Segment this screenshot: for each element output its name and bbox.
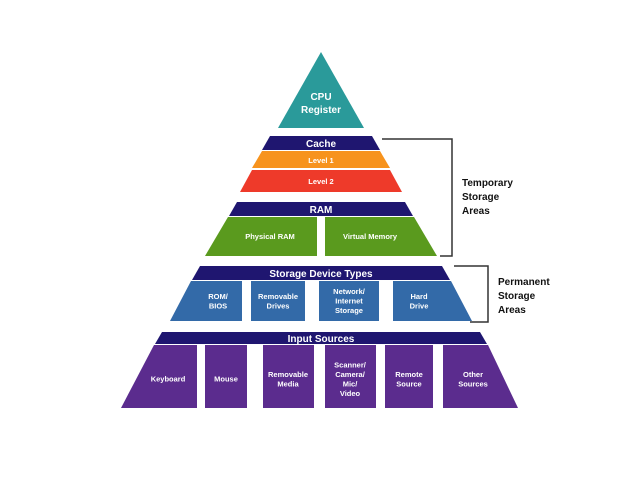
other-sources-label-line-1: Other xyxy=(463,370,483,379)
cache-level-1-label: Level 1 xyxy=(308,156,333,165)
mouse-label-line-1: Mouse xyxy=(214,375,238,384)
physical-ram-label: Physical RAM xyxy=(245,232,295,241)
cache-tier: Cache Level 1 Level 2 xyxy=(240,136,402,192)
mouse-box xyxy=(205,345,247,408)
hard-drive-label-line-1: Hard xyxy=(410,292,428,301)
keyboard-label-line-1: Keyboard xyxy=(151,375,186,384)
cpu-register-label-line-1: CPU xyxy=(310,92,331,103)
hard-drive-box xyxy=(393,281,472,321)
ram-header-band xyxy=(229,202,413,216)
permanent-label-line-1: Permanent xyxy=(498,277,550,288)
remote-source-label-line-1: Remote xyxy=(395,370,423,379)
scanner-camera-mic-video-label-line-4: Video xyxy=(340,389,361,398)
temporary-label-line-3: Areas xyxy=(462,206,490,217)
other-sources-label-line-2: Sources xyxy=(458,379,488,388)
network-internet-storage-label-line-2: Internet xyxy=(335,297,363,306)
removable-media-label-line-1: Removable xyxy=(268,370,308,379)
cache-title: Cache xyxy=(306,139,336,150)
storage-title: Storage Device Types xyxy=(269,269,373,280)
remote-source-box xyxy=(385,345,433,408)
physical-ram-box xyxy=(205,217,317,256)
ram-tier: RAM Physical RAM Virtual Memory xyxy=(205,202,437,256)
removable-drives-label-line-1: Removable xyxy=(258,292,298,301)
cpu-register-label-line-2: Register xyxy=(301,105,341,116)
cache-level-2-label: Level 2 xyxy=(308,177,333,186)
network-internet-storage-label-line-1: Network/ xyxy=(333,287,366,296)
hard-drive-label-line-2: Drive xyxy=(410,301,429,310)
network-internet-storage-box xyxy=(319,281,379,321)
keyboard-box xyxy=(121,345,197,408)
removable-media-box xyxy=(263,345,314,408)
removable-media-label-line-2: Media xyxy=(277,379,299,388)
permanent-bracket-line xyxy=(454,265,489,323)
temporary-label-line-1: Temporary xyxy=(462,178,513,189)
rom-bios-label-line-2: BIOS xyxy=(209,301,227,310)
virtual-memory-label: Virtual Memory xyxy=(343,232,398,241)
temporary-label-line-2: Storage xyxy=(462,192,500,203)
cpu-register-tier: CPU Register xyxy=(278,52,364,128)
permanent-bracket: Permanent Storage Areas xyxy=(454,265,550,323)
ram-title: RAM xyxy=(310,205,333,216)
remote-source-label-line-2: Source xyxy=(396,379,421,388)
scanner-camera-mic-video-label-line-1: Scanner/ xyxy=(334,360,367,369)
temporary-bracket: Temporary Storage Areas xyxy=(382,138,513,257)
cpu-register-shape xyxy=(278,52,364,128)
permanent-label-line-2: Storage xyxy=(498,291,536,302)
virtual-memory-box xyxy=(325,217,437,256)
input-tier: Input Sources Keyboard Mouse RemovableMedi… xyxy=(121,332,518,408)
storage-tier: Storage Device Types ROM/BIOSRemovableDr… xyxy=(170,266,472,321)
cache-level-1-band xyxy=(252,151,390,168)
input-header-band xyxy=(155,332,487,344)
cache-header-band xyxy=(262,136,380,150)
rom-bios-box xyxy=(170,281,242,321)
scanner-camera-mic-video-box xyxy=(325,345,376,408)
temporary-bracket-line xyxy=(382,138,453,257)
other-sources-box xyxy=(443,345,518,408)
storage-header-band xyxy=(192,266,450,280)
scanner-camera-mic-video-label-line-2: Camera/ xyxy=(335,370,366,379)
permanent-label-line-3: Areas xyxy=(498,305,526,316)
input-title: Input Sources xyxy=(288,334,355,345)
scanner-camera-mic-video-label-line-3: Mic/ xyxy=(343,379,359,388)
network-internet-storage-label-line-3: Storage xyxy=(335,306,363,315)
cache-level-2-band xyxy=(240,170,402,192)
removable-drives-label-line-2: Drives xyxy=(267,301,290,310)
removable-drives-box xyxy=(251,281,305,321)
rom-bios-label-line-1: ROM/ xyxy=(208,292,228,301)
